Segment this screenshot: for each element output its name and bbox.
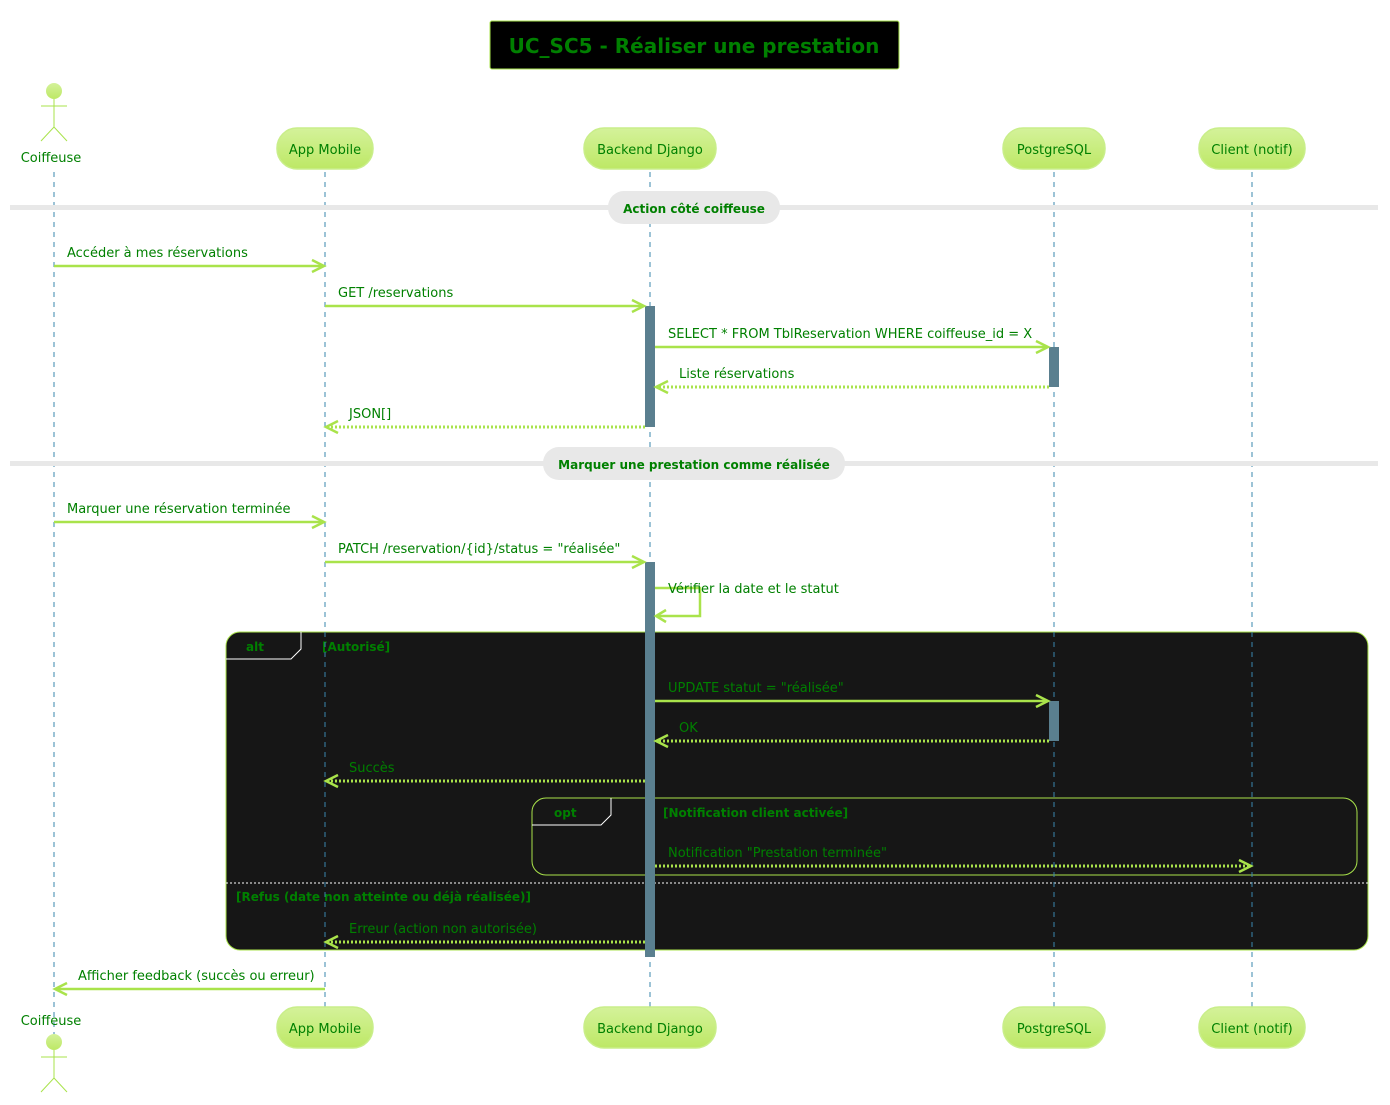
message-label: JSON[] (348, 407, 391, 422)
message-sync: Marquer une réservation terminée (54, 502, 327, 530)
activation-bar (1049, 701, 1059, 741)
message-label: GET /reservations (338, 286, 453, 301)
message-sync: SELECT * FROM TblReservation WHERE coiff… (655, 327, 1051, 355)
arrowhead-icon (653, 733, 669, 749)
message-label: SELECT * FROM TblReservation WHERE coiff… (668, 327, 1032, 342)
participant-top-client: Client (notif) (1198, 127, 1306, 170)
message-label: Notification "Prestation terminée" (668, 846, 887, 861)
arrowhead-icon (631, 554, 647, 570)
divider-label: Marquer une prestation comme réalisée (558, 458, 830, 472)
arrowhead-icon (1035, 693, 1051, 709)
message-return: Erreur (action non autorisée) (323, 922, 645, 950)
participant-top-coiffeuse: Coiffeuse (21, 83, 82, 166)
participant-box (1002, 1006, 1106, 1049)
divider-label-bg (608, 191, 780, 224)
participant-top-db: PostgreSQL (1002, 127, 1106, 170)
participant-label: App Mobile (289, 1022, 361, 1037)
message-label: Liste réservations (679, 367, 795, 382)
message-return: Liste réservations (653, 367, 1049, 395)
participant-bottom-db: PostgreSQL (1002, 1006, 1106, 1049)
participant-box (583, 1006, 717, 1049)
self-message-arrow (655, 586, 702, 618)
participant-label: PostgreSQL (1017, 143, 1092, 158)
message-label: Accéder à mes réservations (67, 246, 248, 261)
message-label: Marquer une réservation terminée (67, 502, 290, 517)
message-sync: PATCH /reservation/{id}/status = "réalis… (325, 542, 647, 570)
arrowhead-icon (311, 258, 327, 274)
actor-icon (40, 1050, 68, 1093)
alt-else-guard: [Refus (date non atteinte ou déjà réalis… (236, 890, 531, 904)
message-sync: Afficher feedback (succès ou erreur) (52, 969, 325, 997)
message-return: JSON[] (323, 407, 645, 435)
participant-label: Backend Django (597, 143, 703, 158)
message-label: UPDATE statut = "réalisée" (668, 681, 844, 696)
participant-box (276, 1006, 374, 1049)
opt-tab (532, 798, 612, 826)
diagram-title: UC_SC5 - Réaliser une prestation (509, 34, 880, 58)
arrowhead-icon (311, 514, 327, 530)
activation-bar (645, 306, 655, 427)
participant-top-app: App Mobile (276, 127, 374, 170)
actor-icon (46, 83, 62, 99)
participant-bottom-app: App Mobile (276, 1006, 374, 1049)
arrowhead-icon (52, 981, 68, 997)
opt-guard: [Notification client activée] (663, 806, 848, 820)
message-label: Erreur (action non autorisée) (349, 922, 537, 937)
message-sync: GET /reservations (325, 286, 647, 314)
message-label: Afficher feedback (succès ou erreur) (78, 969, 315, 984)
participant-label: Client (notif) (1211, 1022, 1292, 1037)
opt-label: opt (554, 806, 577, 820)
participant-box (583, 127, 717, 170)
arrowhead-icon (631, 298, 647, 314)
arrowhead-icon (653, 608, 667, 624)
participant-label: Coiffeuse (21, 151, 82, 166)
actor-icon (46, 1034, 62, 1050)
participant-label: Backend Django (597, 1022, 703, 1037)
participant-label: App Mobile (289, 143, 361, 158)
arrowhead-icon (1035, 339, 1051, 355)
message-label: Succès (349, 761, 395, 776)
title-box: UC_SC5 - Réaliser une prestation (489, 20, 900, 70)
participant-box (1002, 127, 1106, 170)
arrowhead-icon (653, 379, 669, 395)
actor-icon (40, 99, 68, 142)
alt-tab (226, 632, 302, 660)
arrowhead-icon (323, 773, 339, 789)
message-self: Vérifier la date et le statut (653, 582, 839, 624)
arrowhead-icon (1238, 858, 1254, 874)
divider-label-bg (543, 447, 845, 480)
message-return: Succès (323, 761, 645, 789)
participant-box (276, 127, 374, 170)
arrowhead-icon (323, 419, 339, 435)
alt-guard: [Autorisé] (322, 640, 390, 654)
participant-top-backend: Backend Django (583, 127, 717, 170)
participant-box (1198, 1006, 1306, 1049)
message-return: OK (653, 721, 1049, 749)
opt-fragment (531, 797, 1358, 876)
participant-label: Coiffeuse (21, 1014, 82, 1029)
participant-label: Client (notif) (1211, 143, 1292, 158)
message-label: Vérifier la date et le statut (668, 582, 839, 597)
alt-label: alt (246, 640, 264, 654)
message-return: Notification "Prestation terminée" (655, 846, 1254, 874)
message-sync: Accéder à mes réservations (54, 246, 327, 274)
message-label: PATCH /reservation/{id}/status = "réalis… (338, 542, 620, 557)
participant-bottom-client: Client (notif) (1198, 1006, 1306, 1049)
arrowhead-icon (323, 934, 339, 950)
participant-box (1198, 127, 1306, 170)
participant-bottom-coiffeuse: Coiffeuse (21, 1014, 82, 1093)
activation-bar (1049, 347, 1059, 387)
message-label: OK (679, 721, 698, 736)
participant-bottom-backend: Backend Django (583, 1006, 717, 1049)
divider-label: Action côté coiffeuse (623, 202, 765, 216)
activation-bar (645, 562, 655, 957)
participant-label: PostgreSQL (1017, 1022, 1092, 1037)
message-sync: UPDATE statut = "réalisée" (655, 681, 1051, 709)
